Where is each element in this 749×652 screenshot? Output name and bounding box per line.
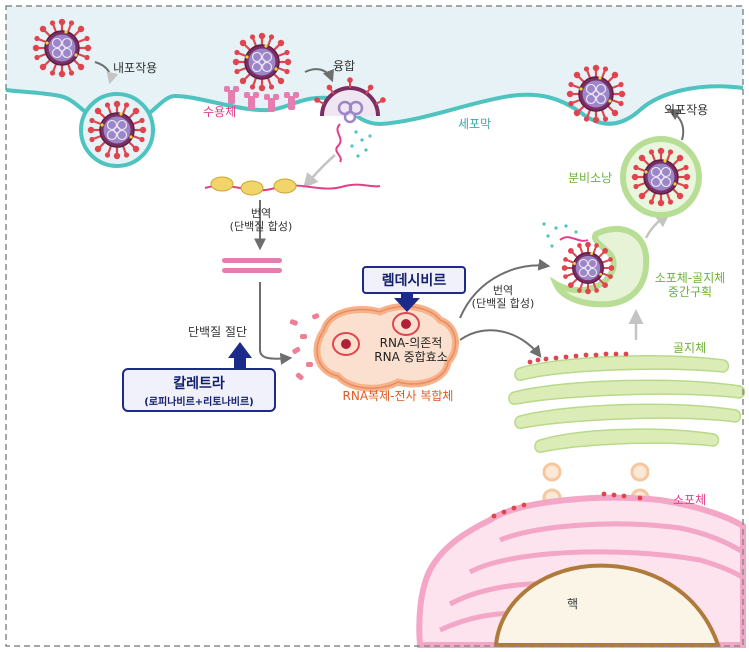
- label-translation-left-line2: (단백질 합성): [229, 219, 293, 233]
- virus-free: [31, 17, 93, 79]
- label-translation-right-line1: 번역: [492, 284, 514, 297]
- label-receptor: 수용체: [203, 105, 237, 119]
- drug-kaletra: 칼레트라 (로피나비르+리토나비르): [122, 368, 276, 412]
- fusion-arrow: [304, 68, 334, 83]
- virus-binding: [231, 31, 293, 93]
- endosome-virus: [79, 92, 155, 168]
- ergic-compartment: [542, 222, 650, 308]
- secretory-vesicle: [620, 136, 702, 218]
- endocytosis-arrow: [94, 61, 119, 85]
- polyprotein-bars: [222, 258, 282, 273]
- drug-kaletra-name: 칼레트라: [173, 375, 225, 392]
- figure-frame: [5, 5, 744, 647]
- label-cell-membrane: 세포막: [458, 117, 492, 131]
- drug-kaletra-components: (로피나비르+리토나비르): [144, 396, 254, 408]
- cleavage-arrow: [259, 282, 293, 365]
- translation-arrow-down: [459, 329, 542, 358]
- label-protein-cleavage: 단백질 절단: [188, 325, 248, 339]
- label-secretory-vesicle: 분비소낭: [568, 171, 613, 185]
- golgi-apparatus: [508, 351, 746, 453]
- replication-complex: [313, 303, 459, 392]
- label-translation-left-line1: 번역: [250, 207, 272, 220]
- label-ergic-line1: 소포체-골지체: [654, 271, 726, 285]
- label-translation-right-line2: (단백질 합성): [471, 296, 535, 310]
- label-nucleus: 핵: [567, 597, 579, 611]
- kaletra-inhibit-arrow: [228, 342, 252, 370]
- label-ergic: 소포체-골지체 중간구획: [638, 271, 742, 300]
- label-endocytosis: 내포작용: [113, 61, 158, 75]
- label-translation-left: 번역 (단백질 합성): [196, 207, 326, 233]
- rna-release-arrow: [303, 154, 336, 189]
- translation-arrow-up: [459, 258, 551, 319]
- label-golgi: 골지체: [673, 341, 707, 355]
- exocytosis-arrow: [667, 108, 685, 141]
- label-rdrp: RNA-의존적 RNA 중합효소: [356, 336, 466, 365]
- label-replication-complex: RNA복제-전사 복합체: [342, 389, 454, 403]
- label-exocytosis: 외포작용: [664, 103, 709, 117]
- label-rdrp-line1: RNA-의존적: [379, 336, 443, 350]
- fusing-virus: [312, 76, 388, 163]
- label-fusion: 융합: [333, 59, 356, 73]
- label-translation-right: 번역 (단백질 합성): [448, 284, 558, 310]
- receptor-proteins: [224, 86, 299, 112]
- mrna-ribosomes: [204, 176, 381, 196]
- protein-fragments: [289, 313, 320, 381]
- label-ergic-line2: 중간구획: [667, 284, 713, 299]
- remdesivir-inhibit-arrow: [394, 290, 420, 312]
- virus-released: [565, 63, 627, 125]
- drug-remdesivir: 렘데시비르: [362, 266, 466, 294]
- label-er: 소포체: [673, 493, 707, 507]
- label-rdrp-line2: RNA 중합효소: [374, 349, 448, 364]
- nucleus: [493, 563, 721, 647]
